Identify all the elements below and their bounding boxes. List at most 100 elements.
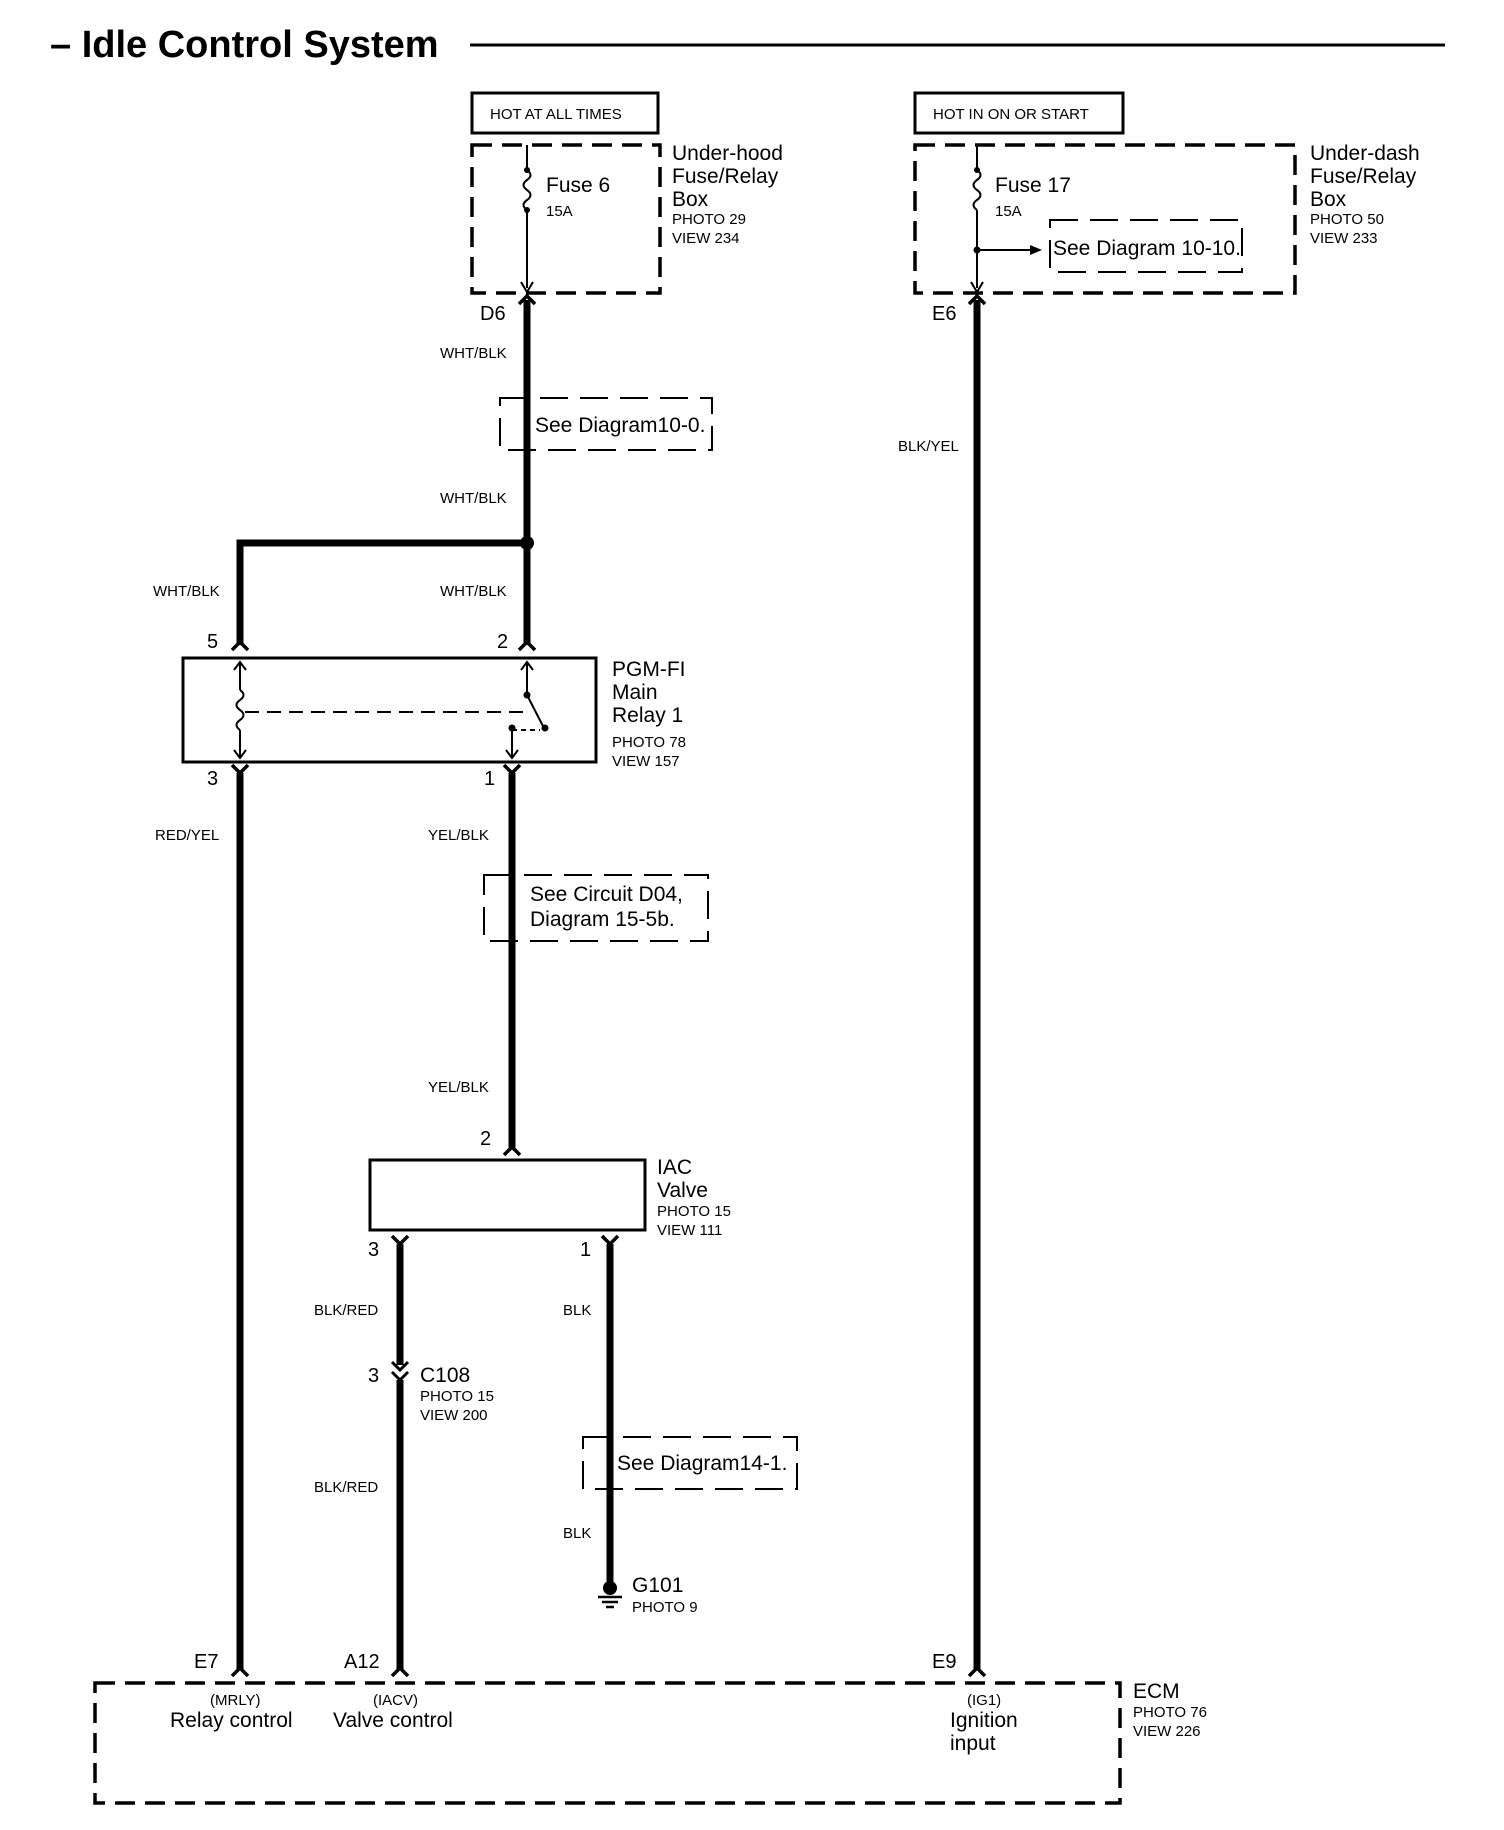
see-diagram-14-1-label: See Diagram14-1. [617,1452,787,1475]
ecm-mrly-desc: Relay control [170,1709,293,1732]
underdash-fuse-box [913,143,1297,295]
wire-wht-blk-junction-to-pin5 [236,539,527,645]
ground-g101-node [603,1581,617,1595]
ecm-pin-e9: E9 [932,1651,956,1673]
ecm-pin-e9-connector-icon [967,1665,987,1678]
wire-label-wht-blk-4: WHT/BLK [440,583,507,600]
g101-photo: PHOTO 9 [632,1599,698,1616]
underhood-photo: PHOTO 29 [672,211,746,228]
fuse-17-node-top [974,167,980,173]
relay-view: VIEW 157 [612,753,680,770]
c108-photo: PHOTO 15 [420,1388,494,1405]
ecm-iacv-code: (IACV) [373,1692,418,1709]
relay-pin-2-connector-icon [517,639,537,652]
iac-pin-1: 1 [580,1239,591,1261]
relay-name-2: Main [612,681,658,704]
underhood-name-2: Fuse/Relay [672,165,779,188]
relay-photo: PHOTO 78 [612,734,686,751]
diagram-title: – Idle Control System [50,24,439,66]
hot-in-on-or-start-label: HOT IN ON OR START [933,106,1089,123]
g101-name: G101 [632,1574,683,1597]
fuse-6-rating: 15A [546,203,573,220]
wire-label-blk-red-1: BLK/RED [314,1302,378,1319]
underdash-arrow-icon [970,281,984,294]
fuse-6-label: Fuse 6 [546,174,610,197]
ecm-pin-e7-connector-icon [230,1665,250,1678]
iac-name-2: Valve [657,1179,708,1202]
see-diagram-10-0-box [499,397,713,451]
underdash-name-3: Box [1310,188,1347,211]
fuse-6-node-top [524,167,530,173]
fuse-17-branch-arrow-icon [1030,245,1042,255]
iac-photo: PHOTO 15 [657,1203,731,1220]
wire-label-blk-2: BLK [563,1525,591,1542]
connector-e6-icon [967,293,987,306]
wire-label-wht-blk-1: WHT/BLK [440,345,507,362]
see-diagram-10-10-label: See Diagram 10-10. [1053,237,1241,260]
c108-name: C108 [420,1364,470,1387]
wire-label-yel-blk-1: YEL/BLK [428,827,489,844]
relay-name-1: PGM-FI [612,658,686,681]
underhood-name-3: Box [672,188,709,211]
pin-e6: E6 [932,303,956,325]
iac-pin-2-connector-icon [502,1144,522,1157]
see-diagram-14-1-box [582,1436,798,1490]
wire-label-wht-blk-2: WHT/BLK [440,490,507,507]
ecm-mrly-code: (MRLY) [210,1692,261,1709]
wire-label-blk-red-2: BLK/RED [314,1479,378,1496]
relay-pin-5: 5 [207,631,218,653]
relay-switch-blade [526,694,546,731]
fuse-17-rating: 15A [995,203,1022,220]
wire-label-blk-yel: BLK/YEL [898,438,959,455]
relay-pin-3: 3 [207,768,218,790]
underhood-name-1: Under-hood [672,142,783,165]
see-circuit-d04-line-1: See Circuit D04, [530,883,683,906]
iac-name-1: IAC [657,1156,692,1179]
fuse-17-icon [972,169,982,211]
underdash-name-1: Under-dash [1310,142,1420,165]
see-diagram-10-0-label: See Diagram10-0. [535,414,705,437]
ecm-box [93,1681,1122,1805]
relay-pin-1-connector-icon [502,763,522,776]
ecm-pin-a12: A12 [344,1651,380,1673]
iac-pin-3: 3 [368,1239,379,1261]
relay-coil-icon [235,689,245,731]
relay-pin-3-connector-icon [230,763,250,776]
c108-view: VIEW 200 [420,1407,488,1424]
pin-d6: D6 [480,303,506,325]
iac-valve-box [368,1158,647,1232]
relay-switch-contact-moving [541,724,549,732]
underhood-view: VIEW 234 [672,230,740,247]
ecm-ig1-desc-1: Ignition [950,1709,1018,1732]
wire-label-yel-blk-2: YEL/BLK [428,1079,489,1096]
fuse-17-label: Fuse 17 [995,174,1071,197]
fuse-6-icon [522,169,532,211]
ecm-pin-e7: E7 [194,1651,218,1673]
connector-d6-icon [517,293,537,306]
hot-at-all-times-box [470,91,660,135]
wire-label-blk-1: BLK [563,1302,591,1319]
ecm-view: VIEW 226 [1133,1723,1201,1740]
relay-name-3: Relay 1 [612,704,683,727]
ecm-photo: PHOTO 76 [1133,1704,1207,1721]
wire-label-red-yel: RED/YEL [155,827,219,844]
underdash-photo: PHOTO 50 [1310,211,1384,228]
ecm-name: ECM [1133,1680,1180,1703]
hot-in-on-or-start-box [913,91,1125,135]
see-diagram-10-10-box [1049,219,1243,273]
relay-pin-2: 2 [497,631,508,653]
relay-pin-1: 1 [484,768,495,790]
c108-pin-3: 3 [368,1365,379,1387]
ecm-ig1-desc-2: input [950,1732,996,1755]
underhood-fuse-box [470,143,662,295]
wire-label-wht-blk-3: WHT/BLK [153,583,220,600]
iac-view: VIEW 111 [657,1222,722,1239]
relay-switch-arrow-top-icon [520,660,534,671]
ecm-pin-a12-connector-icon [390,1665,410,1678]
ground-icon [598,1595,622,1609]
underhood-arrow-icon [520,281,534,294]
underdash-name-2: Fuse/Relay [1310,165,1417,188]
iac-pin-3-connector-icon [390,1234,410,1247]
relay-coil-arrow-bottom-icon [233,749,247,760]
